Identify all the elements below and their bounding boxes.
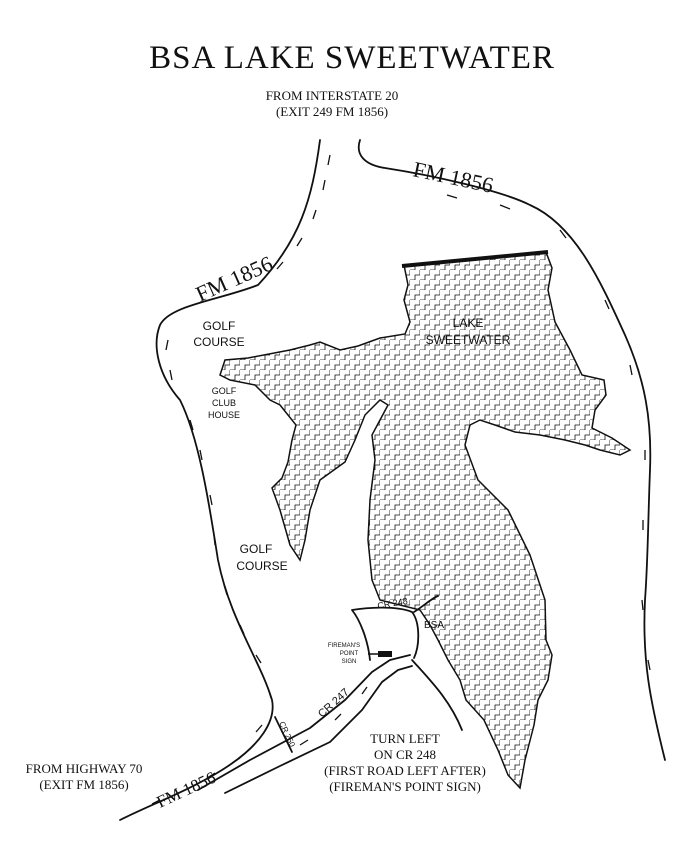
svg-text:(FIREMAN'S POINT SIGN): (FIREMAN'S POINT SIGN) <box>329 779 481 794</box>
dam <box>401 250 549 268</box>
svg-text:TURN LEFT: TURN LEFT <box>370 731 440 746</box>
road-label-fm-1856-bottom: FM 1856 <box>154 768 219 812</box>
svg-text:GOLF: GOLF <box>240 542 273 556</box>
firemans-point-sign-label: FIREMAN'S POINT SIGN <box>328 643 360 665</box>
lake-label: LAKE SWEETWATER <box>426 316 511 347</box>
road-label-fm-1856-top: FM 1856 <box>411 156 496 197</box>
golf-course-north-label: GOLF COURSE <box>193 319 244 349</box>
bsa-label: BSA <box>424 620 444 631</box>
directions-from-highway: FROM HIGHWAY 70 (EXIT FM 1856) <box>26 761 143 792</box>
svg-text:ON CR 248: ON CR 248 <box>374 747 436 762</box>
road-fm-1856-east <box>357 139 666 761</box>
turn-instructions: TURN LEFT ON CR 248 (FIRST ROAD LEFT AFT… <box>324 731 486 794</box>
svg-text:GOLF: GOLF <box>203 319 236 333</box>
svg-text:COURSE: COURSE <box>193 335 244 349</box>
road-cr-248 <box>351 606 420 661</box>
golf-club-house-label: GOLF CLUB HOUSE <box>208 386 240 420</box>
svg-text:SIGN: SIGN <box>342 659 357 665</box>
road-cr-247 <box>197 654 411 791</box>
svg-text:(EXIT 249 FM 1856): (EXIT 249 FM 1856) <box>276 104 388 119</box>
map-title: BSA LAKE SWEETWATER <box>149 40 555 76</box>
svg-text:FROM INTERSTATE 20: FROM INTERSTATE 20 <box>266 88 399 103</box>
svg-text:POINT: POINT <box>340 651 359 657</box>
road-fm-1856 <box>119 139 321 821</box>
road-bsa-spur <box>413 595 439 613</box>
lake-sweetwater <box>219 251 632 790</box>
firemans-point-sign-marker <box>368 651 392 657</box>
road-cr-247-edge <box>224 665 413 794</box>
svg-text:LAKE: LAKE <box>453 316 484 330</box>
svg-text:SWEETWATER: SWEETWATER <box>426 333 511 347</box>
golf-course-south-label: GOLF COURSE <box>236 542 287 573</box>
road-label-cr-247: CR 247 <box>316 686 352 720</box>
road-south-lake <box>411 659 463 731</box>
svg-text:(EXIT FM 1856): (EXIT FM 1856) <box>39 777 128 792</box>
directions-from-interstate: FROM INTERSTATE 20 (EXIT 249 FM 1856) <box>266 88 399 119</box>
svg-text:CLUB: CLUB <box>212 398 236 408</box>
svg-text:GOLF: GOLF <box>212 386 237 396</box>
svg-text:FROM HIGHWAY 70: FROM HIGHWAY 70 <box>26 761 143 776</box>
direction-arrows <box>151 154 651 805</box>
svg-text:HOUSE: HOUSE <box>208 410 240 420</box>
svg-text:FIREMAN'S: FIREMAN'S <box>328 643 360 649</box>
svg-text:(FIRST ROAD LEFT AFTER): (FIRST ROAD LEFT AFTER) <box>324 763 486 778</box>
road-cr-250 <box>274 716 293 753</box>
svg-text:COURSE: COURSE <box>236 559 287 573</box>
road-label-fm-1856-left: FM 1856 <box>192 251 276 307</box>
